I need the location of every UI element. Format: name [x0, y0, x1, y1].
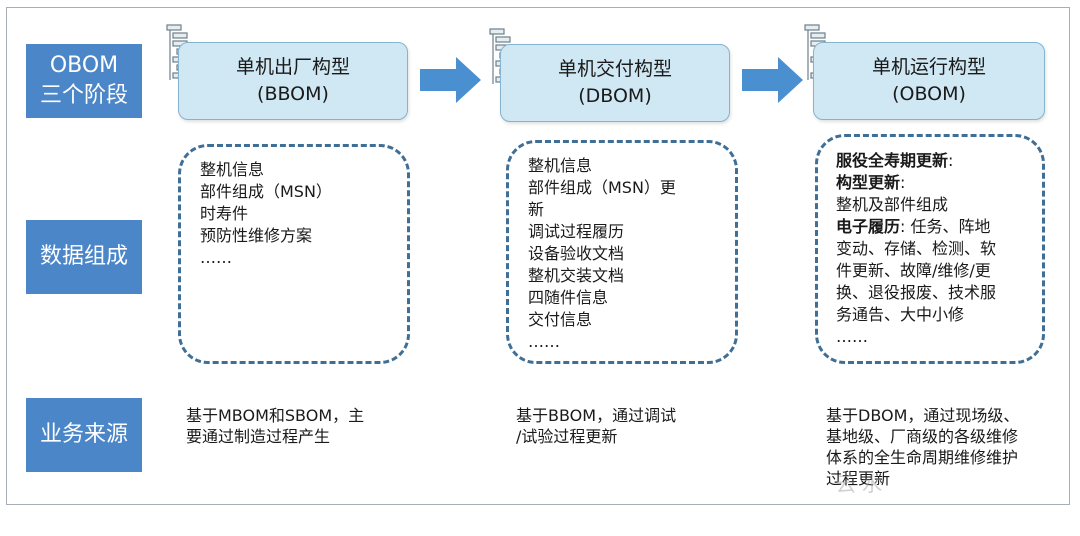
- list-item: ……: [200, 248, 232, 267]
- list-item-text: : 任务、阵地: [900, 217, 991, 236]
- row-label-stages: OBOM 三个阶段: [26, 44, 142, 118]
- list-item-text: 件更新、故障/维修/更: [836, 261, 991, 280]
- list-item-text: ……: [836, 327, 868, 346]
- data-list-bbom: 整机信息 部件组成（MSN） 时寿件 预防性维修方案 ……: [200, 159, 332, 269]
- list-item: 整机信息: [200, 160, 265, 179]
- stage-name: 单机出厂构型: [235, 56, 350, 78]
- list-item: 时寿件: [200, 204, 249, 223]
- source-line: 要通过制造过程产生: [186, 427, 331, 446]
- list-item-bold: 服役全寿期更新: [836, 151, 949, 170]
- data-box-obom: [815, 134, 1045, 364]
- list-item: 整机及部件组成: [836, 194, 996, 216]
- row-label-source-text: 业务来源: [39, 422, 128, 447]
- row-label-stages-line2: 三个阶段: [39, 83, 128, 108]
- list-item: 电子履历: 任务、阵地: [836, 216, 996, 238]
- list-item: 服役全寿期更新:: [836, 150, 996, 172]
- stage-box-dbom: 单机交付构型 (DBOM): [500, 44, 730, 122]
- stage-box-bbom: 单机出厂构型 (BBOM): [178, 42, 408, 120]
- data-list-dbom: 整机信息 部件组成（MSN）更 新 调试过程履历 设备验收文档 整机交装文档 四…: [528, 155, 676, 353]
- list-item: 务通告、大中小修: [836, 304, 996, 326]
- list-item-bold: 电子履历: [836, 217, 901, 236]
- data-box-bbom: [178, 144, 410, 364]
- source-line: 基地级、厂商级的各级维修: [826, 427, 1019, 446]
- source-line: 体系的全生命周期维修维护: [826, 448, 1019, 467]
- stage-code: (OBOM): [892, 83, 966, 105]
- list-item: 构型更新:: [836, 172, 996, 194]
- arrow-right-icon: [420, 57, 481, 103]
- arrow-right-icon: [742, 57, 803, 103]
- list-item-text: 变动、存储、检测、软: [836, 239, 997, 258]
- list-item-text: 换、退役报废、技术服: [836, 283, 997, 302]
- list-item: 预防性维修方案: [200, 226, 313, 245]
- list-item: 交付信息: [528, 310, 593, 329]
- source-line: 基于MBOM和SBOM，主: [186, 406, 365, 425]
- data-list-obom: 服役全寿期更新: 构型更新: 整机及部件组成 电子履历: 任务、阵地 变动、存储…: [836, 150, 996, 348]
- list-item: 部件组成（MSN）: [200, 182, 332, 201]
- list-item-text: :: [948, 151, 954, 170]
- source-line: /试验过程更新: [516, 427, 618, 446]
- list-item: ……: [528, 332, 560, 351]
- row-label-stages-line1: OBOM: [49, 53, 119, 78]
- list-item: 变动、存储、检测、软: [836, 238, 996, 260]
- list-item-text: :: [900, 173, 906, 192]
- row-label-source: 业务来源: [26, 398, 142, 472]
- stage-name: 单机交付构型: [557, 58, 672, 80]
- source-obom: 基于DBOM，通过现场级、 基地级、厂商级的各级维修 体系的全生命周期维修维护 …: [826, 405, 1019, 489]
- list-item: ……: [836, 326, 996, 348]
- source-dbom: 基于BBOM，通过调试 /试验过程更新: [516, 405, 676, 447]
- list-item: 调试过程履历: [528, 222, 625, 241]
- list-item: 设备验收文档: [528, 244, 625, 263]
- list-item: 整机交装文档: [528, 266, 625, 285]
- list-item: 整机信息: [528, 156, 593, 175]
- data-box-dbom: [506, 140, 738, 364]
- list-item: 四随件信息: [528, 288, 609, 307]
- row-label-data-text: 数据组成: [39, 244, 128, 269]
- list-item: 换、退役报废、技术服: [836, 282, 996, 304]
- source-line: 过程更新: [826, 469, 891, 488]
- diagram-frame: [6, 7, 1070, 505]
- list-item: 新: [528, 200, 545, 219]
- list-item-bold: 构型更新: [836, 173, 901, 192]
- list-item: 部件组成（MSN）更: [528, 178, 676, 197]
- stage-box-obom: 单机运行构型 (OBOM): [813, 42, 1045, 120]
- source-bbom: 基于MBOM和SBOM，主 要通过制造过程产生: [186, 405, 364, 447]
- row-label-data: 数据组成: [26, 220, 142, 294]
- list-item-text: 务通告、大中小修: [836, 305, 965, 324]
- source-line: 基于BBOM，通过调试: [516, 406, 677, 425]
- list-item: 件更新、故障/维修/更: [836, 260, 996, 282]
- watermark: 云水: [836, 472, 888, 496]
- stage-code: (BBOM): [257, 83, 329, 105]
- list-item-text: 整机及部件组成: [836, 195, 949, 214]
- stage-name: 单机运行构型: [871, 56, 986, 78]
- source-line: 基于DBOM，通过现场级、: [826, 406, 1020, 425]
- stage-code: (DBOM): [578, 85, 652, 107]
